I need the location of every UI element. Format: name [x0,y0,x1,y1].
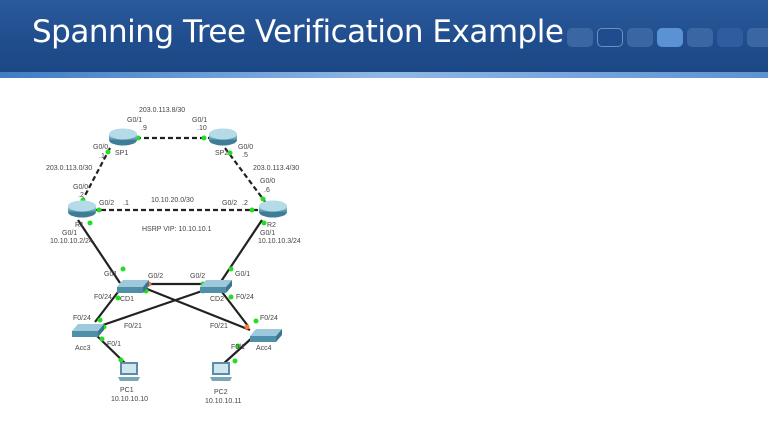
port-label: G0/2 [148,273,163,280]
port-label: F0/21 [124,323,142,330]
router-icon[interactable] [209,128,237,146]
switch-icon[interactable] [117,280,149,293]
ip-label: 10.10.10.11 [205,398,242,405]
port-label: G0/0 [73,184,88,191]
ip-label: .2 [78,192,84,199]
network-label: 203.0.113.4/30 [253,165,299,172]
port-label: G0/1 [127,117,142,124]
network-label: 203.0.113.0/30 [46,165,92,172]
device-label-cd1: CD1 [120,296,134,303]
device-label-sp2: SP2 [215,150,228,157]
port-label: F0/24 [260,315,278,322]
device-label-pc1: PC1 [120,387,134,394]
port-label: F0/24 [73,315,91,322]
ip-label: 10.10.10.10 [111,396,148,403]
switch-icon[interactable] [250,329,282,342]
port-label: G0/2 [190,273,205,280]
device-label-acc4: Acc4 [256,345,272,352]
device-label-cd2: CD2 [210,296,224,303]
ip-label: .9 [141,125,147,132]
device-label-r2: R2 [267,222,276,229]
port-label: G0/0 [93,144,108,151]
nav-square [717,28,743,47]
device-label-r1: R1 [75,222,84,229]
interface-labels: 203.0.113.8/30 G0/1 .9 G0/1 .10 G0/0 .1 … [46,107,301,405]
ip-label: .10 [197,125,207,132]
port-label: G0/0 [260,178,275,185]
ip-label: 10.10.10.2/24 [50,238,93,245]
port-label: G0/1 [260,230,275,237]
port-label: G0/1 [235,271,250,278]
port-label: F0/24 [94,294,112,301]
ip-label: .1 [99,153,105,160]
port-label: G0/1 [192,117,207,124]
port-status-lights [80,135,267,364]
network-label: 203.0.113.8/30 [139,107,185,114]
device-labels: SP1 SP2 R1 R2 CD1 CD2 Acc3 Acc4 PC1 PC2 [75,150,276,396]
nav-square [687,28,713,47]
router-icon[interactable] [68,200,96,218]
pc-icon[interactable] [210,362,232,381]
ip-label: 10.10.10.3/24 [258,238,301,245]
port-label: G0/2 [222,200,237,207]
switch-icon[interactable] [200,280,232,293]
nav-square [567,28,593,47]
links [77,136,267,366]
port-label: F0/24 [236,294,254,301]
port-label: F0/1 [231,344,245,351]
slide-title: Spanning Tree Verification Example [32,14,564,50]
device-label-acc3: Acc3 [75,345,91,352]
port-label: F0/21 [210,323,228,330]
device-label-pc2: PC2 [214,389,228,396]
port-label: G0/2 [99,200,114,207]
device-label-sp1: SP1 [115,150,128,157]
router-icon[interactable] [259,200,287,218]
port-label: G0/1 [62,230,77,237]
ip-label: .6 [264,187,270,194]
nav-square [747,28,768,47]
switch-icon[interactable] [72,324,104,337]
port-label: G0/0 [238,144,253,151]
ip-label: .5 [242,152,248,159]
router-icon[interactable] [109,128,137,146]
port-label: G01 [104,271,117,278]
nav-square [597,28,623,47]
network-label: 10.10.20.0/30 [151,197,194,204]
pc-icon[interactable] [118,362,140,381]
title-divider [0,72,768,78]
ip-label: .1 [123,200,129,207]
port-label: F0/1 [107,341,121,348]
nav-square-active [657,28,683,47]
hsrp-label: HSRP VIP: 10.10.10.1 [142,226,212,233]
ip-label: .2 [242,200,248,207]
nav-square [627,28,653,47]
